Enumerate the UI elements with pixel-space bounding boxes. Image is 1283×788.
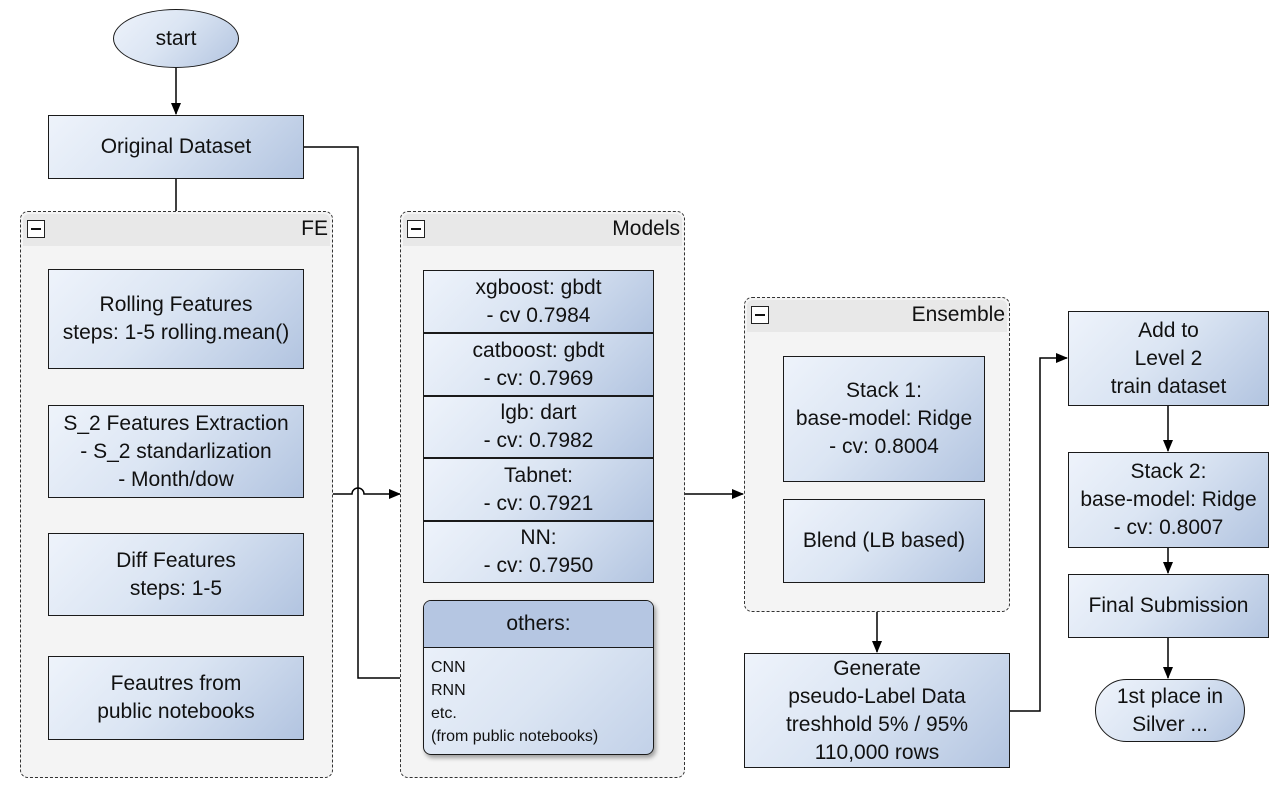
s2-features-line: - S_2 standarlization: [80, 439, 272, 463]
xgboost-line: - cv 0.7984: [486, 303, 591, 327]
stack2-line: base-model: Ridge: [1080, 488, 1257, 511]
others-item: etc.: [431, 705, 457, 722]
others-node: others: CNN RNN etc. (from public notebo…: [423, 600, 654, 755]
arrow-fe-to-models: [333, 487, 401, 499]
add-level2-line: train dataset: [1110, 374, 1227, 398]
add-level2-line: Level 2: [1134, 346, 1203, 370]
rolling-features-line: steps: 1-5 rolling.mean(): [62, 321, 290, 344]
s2-features-line: S_2 Features Extraction: [63, 411, 289, 435]
stack1-line: Stack 1:: [846, 379, 922, 402]
fe-group-title: FE: [301, 217, 328, 240]
models-group-header: [403, 214, 682, 246]
blend-node: Blend (LB based): [783, 499, 985, 583]
lgb-node: lgb: dart - cv: 0.7982: [423, 396, 654, 458]
ensemble-group-title: Ensemble: [911, 303, 1005, 326]
xgboost-line: xgboost: gbdt: [475, 275, 602, 299]
first-place-line: Silver ...: [1132, 712, 1208, 736]
pseudo-label-line: Generate: [833, 656, 921, 680]
arrow-dataset-to-others: [304, 146, 423, 683]
pseudo-label-node: Generate pseudo-Label Data treshhold 5% …: [744, 653, 1010, 768]
ensemble-group-header: [747, 300, 1007, 332]
rolling-features-line: Rolling Features: [99, 293, 253, 316]
stack1-node: Stack 1: base-model: Ridge - cv: 0.8004: [783, 356, 985, 482]
lgb-line: - cv: 0.7982: [483, 429, 594, 452]
stack1-line: - cv: 0.8004: [829, 435, 939, 458]
fe-collapse-icon[interactable]: [27, 220, 45, 238]
catboost-line: - cv: 0.7969: [483, 366, 594, 390]
original-dataset-node: Original Dataset: [48, 115, 304, 179]
diff-features-line: Diff Features: [116, 548, 236, 572]
stack2-node: Stack 2: base-model: Ridge - cv: 0.8007: [1068, 452, 1269, 548]
others-item: CNN: [431, 659, 466, 676]
nn-line: NN:: [520, 526, 557, 549]
stack1-line: base-model: Ridge: [795, 407, 973, 430]
first-place-node: 1st place in Silver ...: [1095, 679, 1245, 742]
blend-label: Blend (LB based): [802, 529, 966, 552]
first-place-line: 1st place in: [1116, 684, 1224, 708]
diff-features-node: Diff Features steps: 1-5: [48, 533, 304, 616]
original-dataset-label: Original Dataset: [100, 135, 252, 158]
rolling-features-node: Rolling Features steps: 1-5 rolling.mean…: [48, 269, 304, 369]
tabnet-line: Tabnet:: [504, 463, 573, 487]
pseudo-label-line: 110,000 rows: [814, 740, 940, 764]
lgb-line: lgb: dart: [500, 401, 577, 424]
start-node: start: [113, 9, 239, 68]
tabnet-line: - cv: 0.7921: [483, 491, 594, 515]
xgboost-node: xgboost: gbdt - cv 0.7984: [423, 270, 654, 333]
arrow-pseudo-to-add-level2: [1010, 353, 1068, 712]
ensemble-collapse-icon[interactable]: [751, 306, 769, 324]
s2-features-node: S_2 Features Extraction - S_2 standarliz…: [48, 405, 304, 498]
fe-group-header: [23, 214, 330, 246]
others-header: others:: [424, 601, 653, 648]
add-level2-line: Add to: [1138, 318, 1199, 342]
final-submission-label: Final Submission: [1088, 594, 1249, 617]
s2-features-line: - Month/dow: [118, 467, 234, 491]
public-features-line: Feautres from: [110, 672, 242, 695]
diff-features-line: steps: 1-5: [129, 576, 223, 600]
pseudo-label-line: treshhold 5% / 95%: [785, 712, 969, 736]
others-body: CNN RNN etc. (from public notebooks): [424, 648, 653, 748]
stack2-line: - cv: 0.8007: [1113, 516, 1224, 539]
public-features-line: public notebooks: [97, 700, 255, 723]
catboost-line: catboost: gbdt: [472, 338, 605, 362]
stack2-line: Stack 2:: [1130, 460, 1207, 483]
final-submission-node: Final Submission: [1068, 574, 1269, 638]
others-item: (from public notebooks): [431, 728, 599, 745]
pseudo-label-line: pseudo-Label Data: [788, 684, 966, 708]
public-features-node: Feautres from public notebooks: [48, 656, 304, 740]
start-label: start: [155, 26, 197, 50]
tabnet-node: Tabnet: - cv: 0.7921: [423, 458, 654, 521]
nn-node: NN: - cv: 0.7950: [423, 521, 654, 583]
models-group-title: Models: [612, 217, 680, 240]
nn-line: - cv: 0.7950: [483, 554, 594, 577]
models-collapse-icon[interactable]: [407, 220, 425, 238]
add-level2-node: Add to Level 2 train dataset: [1068, 311, 1269, 406]
others-item: RNN: [431, 682, 466, 699]
catboost-node: catboost: gbdt - cv: 0.7969: [423, 333, 654, 396]
